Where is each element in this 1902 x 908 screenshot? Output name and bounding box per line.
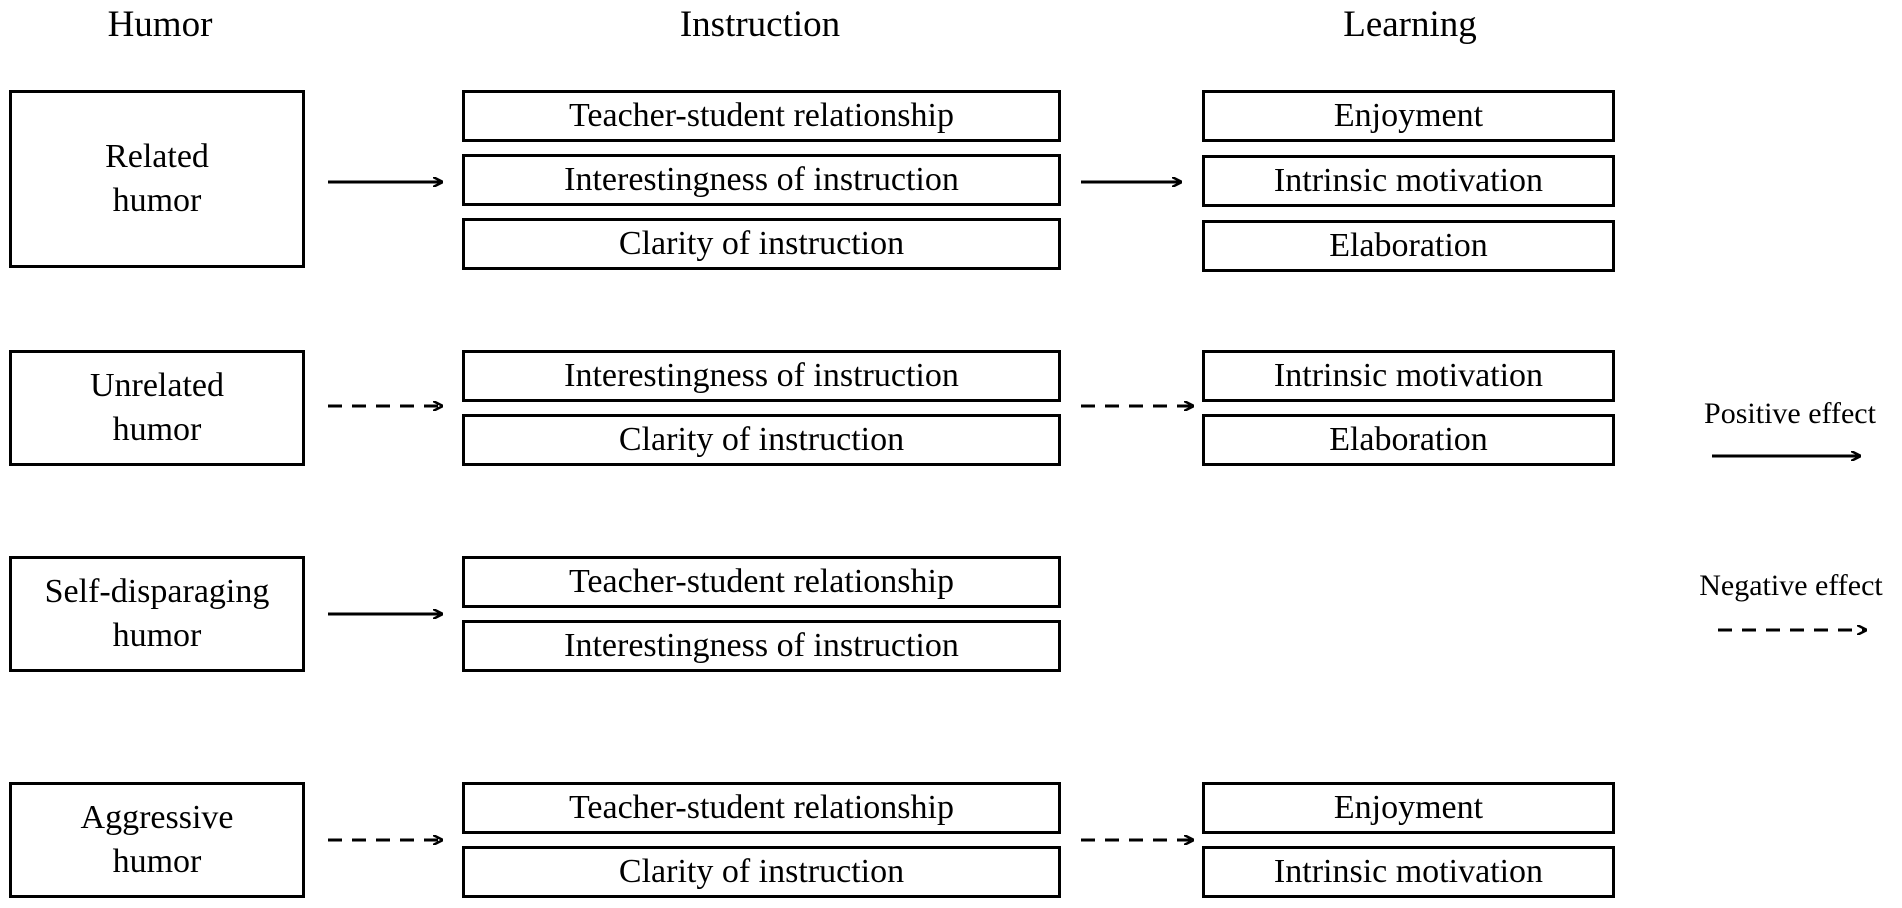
learning-box: Elaboration bbox=[1202, 220, 1615, 272]
humor-box-related: Related humor bbox=[9, 90, 305, 268]
instruction-box: Interestingness of instruction bbox=[462, 350, 1061, 402]
instruction-box: Teacher-student relationship bbox=[462, 556, 1061, 608]
humor-label-line1: Unrelated bbox=[89, 367, 225, 404]
humor-label-line2: humor bbox=[112, 182, 202, 219]
legend-negative-label: Negative effect bbox=[1699, 569, 1883, 602]
learning-box: Intrinsic motivation bbox=[1202, 155, 1615, 207]
humor-label-line2: humor bbox=[112, 411, 202, 448]
learning-box: Elaboration bbox=[1202, 414, 1615, 466]
humor-box-unrelated: Unrelated humor bbox=[9, 350, 305, 466]
instruction-box: Interestingness of instruction bbox=[462, 154, 1061, 206]
header-learning: Learning bbox=[1343, 4, 1477, 45]
humor-box-aggressive: Aggressive humor bbox=[9, 782, 305, 898]
humor-label-line1: Self-disparaging bbox=[44, 573, 270, 610]
instruction-box: Clarity of instruction bbox=[462, 218, 1061, 270]
instruction-box: Teacher-student relationship bbox=[462, 782, 1061, 834]
instruction-box: Teacher-student relationship bbox=[462, 90, 1061, 142]
learning-box: Enjoyment bbox=[1202, 782, 1615, 834]
humor-box-self-disparaging: Self-disparaging humor bbox=[9, 556, 305, 672]
humor-label-line2: humor bbox=[112, 617, 202, 654]
humor-label-line1: Related bbox=[105, 138, 209, 175]
humor-label-line1: Aggressive bbox=[80, 799, 234, 836]
legend-positive-label: Positive effect bbox=[1704, 397, 1876, 430]
learning-box: Enjoyment bbox=[1202, 90, 1615, 142]
humor-label-line2: humor bbox=[112, 843, 202, 880]
instruction-box: Clarity of instruction bbox=[462, 846, 1061, 898]
learning-box: Intrinsic motivation bbox=[1202, 350, 1615, 402]
header-instruction: Instruction bbox=[679, 4, 841, 45]
instruction-box: Clarity of instruction bbox=[462, 414, 1061, 466]
instruction-box: Interestingness of instruction bbox=[462, 620, 1061, 672]
header-humor: Humor bbox=[107, 4, 213, 45]
learning-box: Intrinsic motivation bbox=[1202, 846, 1615, 898]
